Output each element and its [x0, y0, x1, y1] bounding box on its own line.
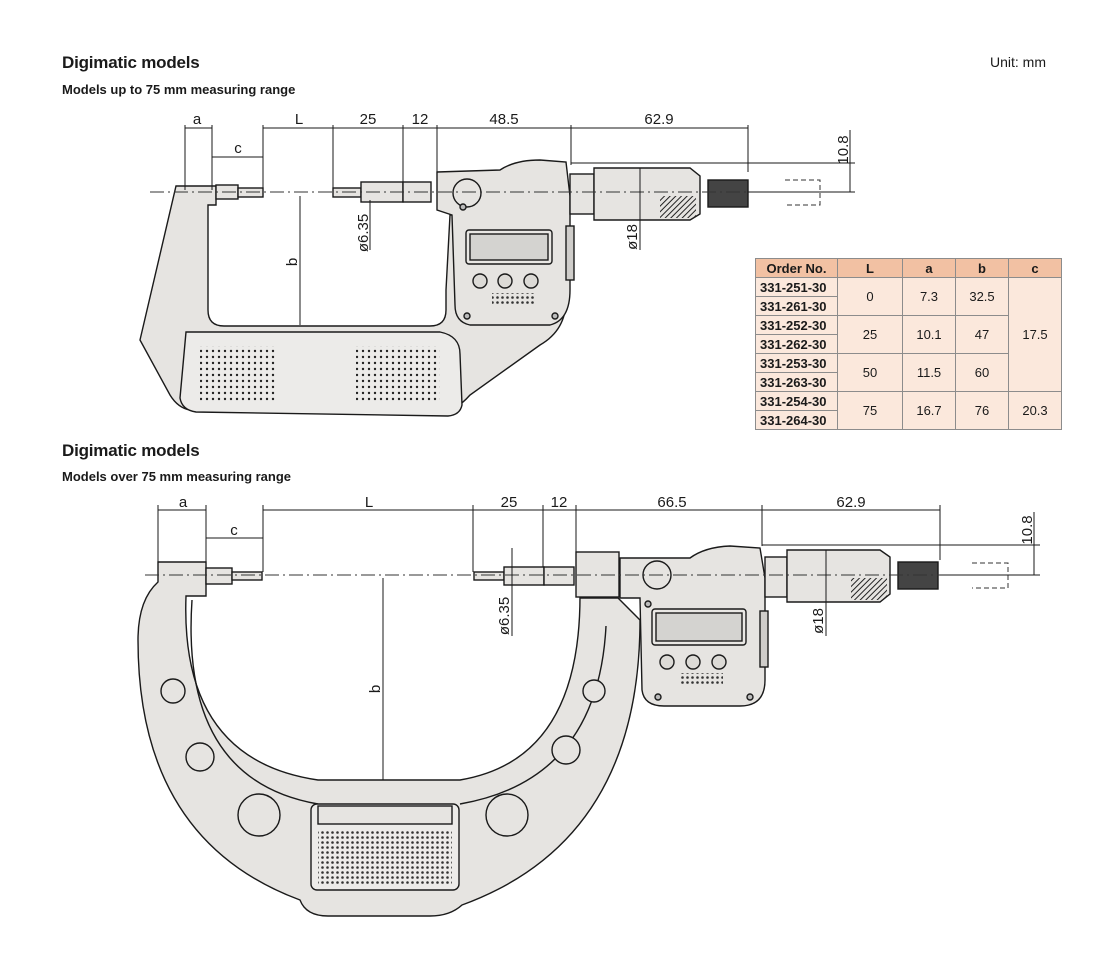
- top-dim-a: a: [193, 111, 202, 128]
- top-ratchet: [707, 179, 749, 208]
- order-no-cell: 331-263-30: [755, 372, 838, 392]
- b-cell: 47: [955, 315, 1009, 354]
- bottom-dim-a: a: [179, 494, 188, 511]
- header-order-no: Order No.: [755, 258, 838, 278]
- bottom-dimensions: [157, 505, 1040, 780]
- bottom-dim-c: c: [230, 522, 238, 539]
- c-cell: 20.3: [1008, 391, 1062, 430]
- top-dim-L: L: [295, 111, 303, 128]
- bottom-dim-12: 12: [551, 494, 568, 511]
- order-no-cell: 331-251-30: [755, 277, 838, 297]
- table-row: 331-254-30 75 16.7 76 20.3: [755, 391, 1062, 430]
- header-b: b: [955, 258, 1009, 278]
- bottom-dim-25: 25: [501, 494, 518, 511]
- b-cell: 60: [955, 353, 1009, 392]
- bottom-dim-62-9: 62.9: [836, 494, 865, 511]
- top-section-subtitle: Models up to 75 mm measuring range: [62, 82, 296, 97]
- table-row: 331-263-30: [755, 372, 1062, 392]
- bottom-dim-L: L: [365, 494, 373, 511]
- order-no-cell: 331-252-30: [755, 315, 838, 335]
- top-dim-48-5: 48.5: [489, 111, 518, 128]
- header-c: c: [1008, 258, 1062, 278]
- b-cell: 76: [955, 391, 1009, 430]
- bottom-section-title: Digimatic models: [62, 441, 200, 460]
- a-cell: 7.3: [902, 277, 956, 316]
- top-dimensions: [184, 125, 855, 325]
- top-dim-6-35: ø6.35: [355, 214, 372, 252]
- bottom-dim-10-8: 10.8: [1019, 515, 1036, 544]
- top-section-title: Digimatic models: [62, 53, 200, 72]
- L-cell: 25: [837, 315, 903, 354]
- order-no-cell: 331-254-30: [755, 391, 838, 411]
- top-dim-62-9: 62.9: [644, 111, 673, 128]
- order-no-cell: 331-253-30: [755, 353, 838, 373]
- bottom-section-subtitle: Models over 75 mm measuring range: [62, 469, 292, 484]
- top-dim-c: c: [234, 140, 242, 157]
- top-dim-25: 25: [360, 111, 377, 128]
- table-header-row: Order No. L a b c: [755, 258, 1062, 278]
- top-dim-18: ø18: [624, 224, 641, 250]
- top-sleeve: [569, 173, 595, 215]
- L-cell: 50: [837, 353, 903, 392]
- header-a: a: [902, 258, 956, 278]
- order-no-cell: 331-261-30: [755, 296, 838, 316]
- b-cell: 32.5: [955, 277, 1009, 316]
- top-grip-dots-left: [200, 346, 276, 402]
- top-dim-b: b: [284, 258, 301, 266]
- bottom-micrometer: [137, 545, 939, 917]
- top-grip-dots-right: [356, 346, 440, 402]
- L-cell: 0: [837, 277, 903, 316]
- bottom-dim-66-5: 66.5: [657, 494, 686, 511]
- a-cell: 10.1: [902, 315, 956, 354]
- bottom-dim-18: ø18: [810, 608, 827, 634]
- bottom-grip-dots: [318, 830, 452, 886]
- bottom-sleeve: [764, 556, 788, 598]
- table-row: 331-264-30: [755, 410, 1062, 430]
- unit-label: Unit: mm: [990, 54, 1046, 70]
- order-no-cell: 331-262-30: [755, 334, 838, 354]
- bottom-dim-b: b: [367, 685, 384, 693]
- table-row: 331-251-30 0 7.3 32.5 17.5: [755, 277, 1062, 392]
- table-row: 331-261-30: [755, 296, 1062, 316]
- top-micrometer: [139, 159, 749, 417]
- table-row: 331-252-30 25 10.1 47: [755, 315, 1062, 354]
- bottom-dim-6-35: ø6.35: [496, 597, 513, 635]
- top-dim-12: 12: [412, 111, 429, 128]
- specification-table: Order No. L a b c 331-251-30 0 7.3 32.5 …: [755, 258, 1062, 430]
- table-row: 331-262-30: [755, 334, 1062, 354]
- a-cell: 16.7: [902, 391, 956, 430]
- L-cell: 75: [837, 391, 903, 430]
- table-row: 331-253-30 50 11.5 60: [755, 353, 1062, 392]
- header-L: L: [837, 258, 903, 278]
- top-dim-10-8: 10.8: [835, 135, 852, 164]
- bottom-spindle: [473, 571, 505, 581]
- order-no-cell: 331-264-30: [755, 410, 838, 430]
- c-shared-cell: 17.5: [1008, 277, 1062, 392]
- a-cell: 11.5: [902, 353, 956, 392]
- bottom-anvil: [205, 567, 233, 585]
